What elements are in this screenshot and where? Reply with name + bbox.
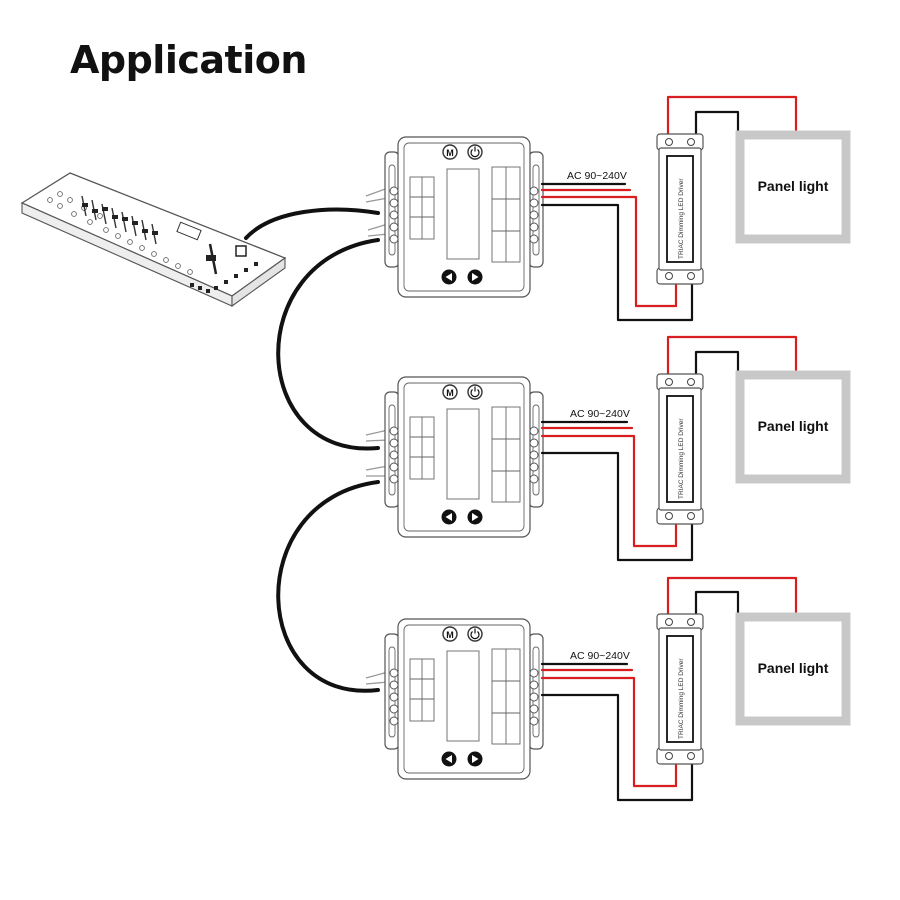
dimmer-row-3: AC 90~240V TRIAC Dimming LED Driver Pane… xyxy=(384,576,851,802)
dmx-dimmer-module xyxy=(384,618,544,780)
ac-input-label: AC 90~240V xyxy=(570,408,630,420)
panel-light xyxy=(735,130,851,244)
dimmer-row-2: AC 90~240V TRIAC Dimming LED Driver Pane… xyxy=(384,335,851,562)
panel-light xyxy=(735,612,851,726)
driver-label: TRIAC Dimming LED Driver xyxy=(678,418,685,499)
dmx-cables xyxy=(244,187,389,693)
page-title: Application xyxy=(70,38,307,82)
dmx-console xyxy=(20,172,287,308)
driver-label: TRIAC Dimming LED Driver xyxy=(678,178,685,259)
panel-light xyxy=(735,370,851,484)
ac-input-label: AC 90~240V xyxy=(570,650,630,662)
panel-light-label: Panel light xyxy=(758,418,829,434)
dimmer-row-1: AC 90~240V TRIAC Dimming LED Driver Pane… xyxy=(384,95,851,322)
driver-label: TRIAC Dimming LED Driver xyxy=(678,658,685,739)
panel-light-label: Panel light xyxy=(758,660,829,676)
ac-input-label: AC 90~240V xyxy=(567,170,627,182)
dmx-dimmer-module xyxy=(384,376,544,538)
dmx-dimmer-module xyxy=(384,136,544,298)
panel-light-label: Panel light xyxy=(758,178,829,194)
